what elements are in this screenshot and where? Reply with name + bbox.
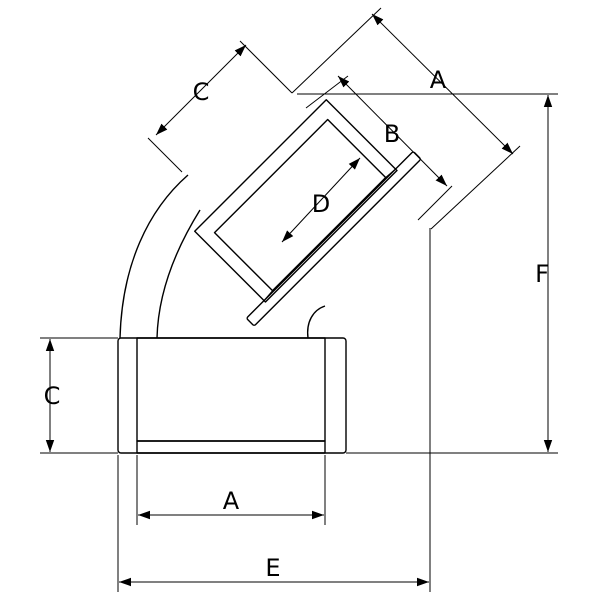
dim-a-bottom-label: A (223, 487, 240, 515)
dim-c-top-label: C (193, 78, 210, 106)
elbow-body (117, 99, 421, 454)
dim-a-top-label: A (430, 66, 447, 94)
dim-d-label: D (312, 190, 330, 218)
elbow-outer-curve (119, 174, 189, 339)
elbow-throat (306, 305, 326, 339)
dim-e-label: E (265, 554, 280, 582)
bottom-socket-outer (117, 337, 347, 454)
dimensions: A E C F C A B D (40, 7, 558, 592)
dim-f-label: F (535, 260, 549, 288)
bottom-socket-bore (136, 337, 326, 442)
top-socket (194, 99, 421, 326)
dim-b-label: B (384, 120, 400, 148)
dim-d-line (281, 157, 361, 243)
dim-c-top-line (155, 44, 247, 136)
top-socket-outer (194, 99, 398, 303)
dim-b-line (337, 75, 448, 187)
bottom-socket-bead (136, 440, 326, 454)
elbow-inner-curve (156, 209, 201, 339)
top-socket-flange (246, 151, 421, 326)
dim-c-left-label: C (44, 382, 61, 410)
